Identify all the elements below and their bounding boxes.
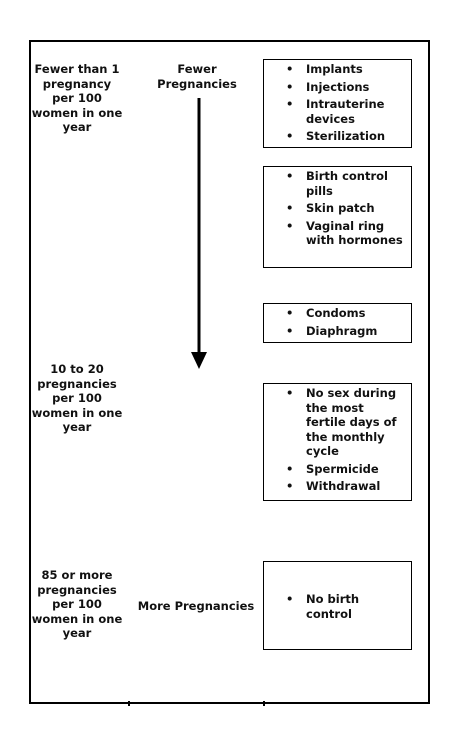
method-group-3: • Condoms • Diaphragm xyxy=(263,303,412,343)
bullet-icon: • xyxy=(286,479,294,493)
bullet-icon: • xyxy=(286,97,294,111)
method-label: Intrauterine devices xyxy=(306,97,385,126)
method-list: • Condoms • Diaphragm xyxy=(264,306,407,338)
bullet-icon: • xyxy=(286,218,294,233)
more-pregnancies-label: More Pregnancies xyxy=(137,599,255,613)
method-list: • No sex during the most fertile days of … xyxy=(264,386,407,494)
method-label: Injections xyxy=(306,79,370,94)
rate-label-bottom: 85 or more pregnancies per 100 women in … xyxy=(31,568,123,640)
method-label: Condoms xyxy=(306,306,366,320)
method-list: • No birth control xyxy=(264,592,407,621)
bullet-icon: • xyxy=(286,306,294,320)
method-label: No birth control xyxy=(306,592,360,621)
bullet-icon: • xyxy=(286,79,294,94)
method-label: No sex during the most fertile days of t… xyxy=(306,386,397,458)
bullet-icon: • xyxy=(286,592,294,606)
method-item: • Injections xyxy=(264,80,407,95)
method-item: • Spermicide xyxy=(264,462,407,477)
method-list: • Implants • Injections • Intrauterine device… xyxy=(264,62,407,144)
method-item: • Diaphragm xyxy=(264,324,407,339)
method-label: Sterilization xyxy=(306,129,386,143)
method-group-5: • No birth control xyxy=(263,561,412,650)
method-item: • No sex during the most fertile days of … xyxy=(264,386,407,459)
method-item: • Intrauterine devices xyxy=(264,97,407,126)
method-label: Diaphragm xyxy=(306,323,378,338)
method-list: • Birth control pills • Skin patch • Vaginal … xyxy=(264,169,407,248)
method-label: Withdrawal xyxy=(306,479,381,493)
bullet-icon: • xyxy=(286,386,294,400)
method-label: Spermicide xyxy=(306,461,379,476)
method-label: Implants xyxy=(306,62,363,76)
method-item: • Birth control pills xyxy=(264,169,407,198)
method-label: Vaginal ring with hormones xyxy=(306,218,403,248)
bullet-icon: • xyxy=(286,323,294,338)
bullet-icon: • xyxy=(286,129,294,143)
method-item: • Implants xyxy=(264,62,407,77)
bullet-icon: • xyxy=(286,169,294,183)
bullet-icon: • xyxy=(286,62,294,76)
method-label: Skin patch xyxy=(306,201,375,215)
method-label: Birth control pills xyxy=(306,169,388,198)
method-item: • Condoms xyxy=(264,306,407,321)
method-item: • Withdrawal xyxy=(264,479,407,494)
method-item: • Sterilization xyxy=(264,129,407,144)
method-group-2: • Birth control pills • Skin patch • Vaginal … xyxy=(263,166,412,268)
bullet-icon: • xyxy=(286,461,294,476)
method-item: • Vaginal ring with hormones xyxy=(264,219,407,248)
bullet-icon: • xyxy=(286,201,294,215)
method-group-4: • No sex during the most fertile days of … xyxy=(263,383,412,501)
down-arrow-icon xyxy=(191,98,207,369)
fewer-pregnancies-label: Fewer Pregnancies xyxy=(157,62,237,91)
method-item: • Skin patch xyxy=(264,201,407,216)
rate-label-middle: 10 to 20 pregnancies per 100 women in on… xyxy=(31,362,123,434)
method-group-1: • Implants • Injections • Intrauterine device… xyxy=(263,59,412,148)
chart-frame xyxy=(29,40,430,704)
method-item: • No birth control xyxy=(264,592,407,621)
rate-label-top: Fewer than 1 pregnancy per 100 women in … xyxy=(31,62,123,134)
